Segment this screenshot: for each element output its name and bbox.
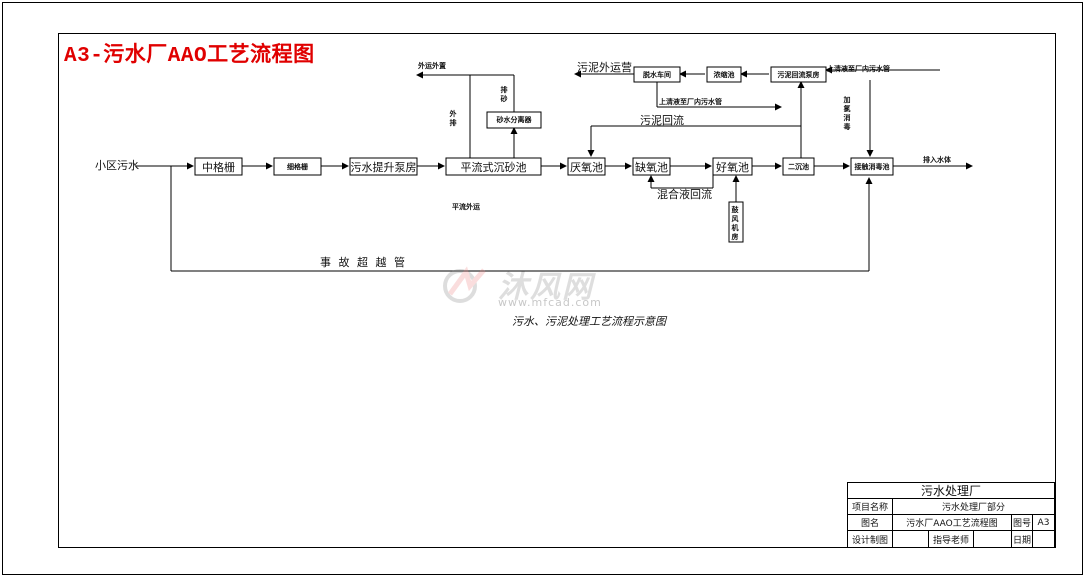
watermark: 沐风网 (440, 262, 594, 306)
lift-pump-box (349, 157, 418, 176)
coarse-screen-label: 中格栅 (202, 160, 235, 174)
drawing-title: A3-污水厂AAO工艺流程图 (64, 45, 315, 68)
watermark-url: www.mfcad.com (498, 296, 602, 309)
lift-pump-label: 污水提升泵房 (350, 160, 417, 174)
watermark-logo-icon (443, 266, 486, 303)
tb-date-value (1032, 530, 1055, 548)
disinfection-label: 接触消毒池 (854, 162, 890, 171)
tb-drawing-value: 污水厂AAO工艺流程图 (892, 514, 1012, 531)
disinfection-box (850, 157, 894, 176)
tb-date-label: 日期 (1011, 530, 1033, 548)
grit-chamber-label: 平流式沉砂池 (460, 160, 527, 174)
blower-box (728, 201, 744, 243)
supernatant-bottom-label: 上清液至厂内污水管 (659, 98, 722, 106)
tb-company: 污水处理厂 (847, 482, 1055, 499)
discharge-side-label: 外排 (449, 110, 457, 128)
add-disinfectant-label: 加氯消毒 (843, 96, 851, 132)
tb-number-value: A3 (1032, 514, 1055, 531)
inflow-label: 小区污水 (95, 159, 139, 172)
title-block: 污水处理厂 项目名称 污水处理厂部分 图名 污水厂AAO工艺流程图 图号 A3 … (847, 482, 1055, 548)
fine-screen-box (273, 157, 322, 176)
thickener-label: 浓缩池 (713, 70, 735, 79)
dewatering-label: 脱水车间 (643, 70, 671, 79)
drawing-inner-border (58, 33, 1056, 548)
tb-project-value: 污水处理厂部分 (892, 498, 1055, 515)
tb-designer-label: 设计制图 (847, 530, 893, 548)
tb-drawing-label: 图名 (847, 514, 893, 531)
grit-chamber-box (445, 157, 542, 176)
aerobic-box (712, 157, 753, 176)
anoxic-label: 缺氧池 (635, 160, 668, 174)
blower-label: 鼓风机房 (731, 206, 739, 242)
tb-advisor-label: 指导老师 (928, 530, 974, 548)
aerobic-label: 好氧池 (716, 160, 749, 174)
thickener-box (706, 66, 742, 83)
secondary-clarifier-box (782, 157, 815, 176)
tb-advisor-value (973, 530, 1012, 548)
sludge-out-label: 污泥外运营 (577, 61, 632, 74)
secondary-clarifier-label: 二沉池 (788, 162, 809, 171)
grit-note-label: 平流外运 (452, 203, 480, 211)
sludge-return-label: 污泥回流 (640, 114, 684, 127)
bypass-label: 事 故 超 越 管 (320, 256, 407, 269)
effluent-label: 排入水体 (923, 156, 951, 164)
watermark-brand: 沐风网 (498, 270, 594, 305)
sand-out-label: 外运外置 (418, 62, 446, 70)
sand-separator-label: 砂水分离器 (496, 116, 532, 124)
tb-project-label: 项目名称 (847, 498, 893, 515)
diagram-caption: 污水、污泥处理工艺流程示意图 (512, 315, 666, 328)
tb-number-label: 图号 (1011, 514, 1033, 531)
fine-screen-label: 细格栅 (287, 162, 308, 171)
sludge-pump-label: 污泥回流泵房 (777, 70, 820, 79)
anaerobic-box (567, 157, 606, 176)
tb-designer-value (892, 530, 929, 548)
anoxic-box (632, 157, 671, 176)
sludge-pump-box (770, 66, 827, 83)
sand-mud-label: 排砂 (500, 86, 508, 104)
supernatant-top-label: 上清液至厂内污水管 (827, 65, 890, 73)
sand-separator-box (486, 111, 542, 129)
anaerobic-label: 厌氧池 (570, 160, 603, 174)
coarse-screen-box (194, 157, 243, 176)
dewatering-box (633, 66, 681, 83)
mixed-return-label: 混合液回流 (657, 188, 712, 201)
